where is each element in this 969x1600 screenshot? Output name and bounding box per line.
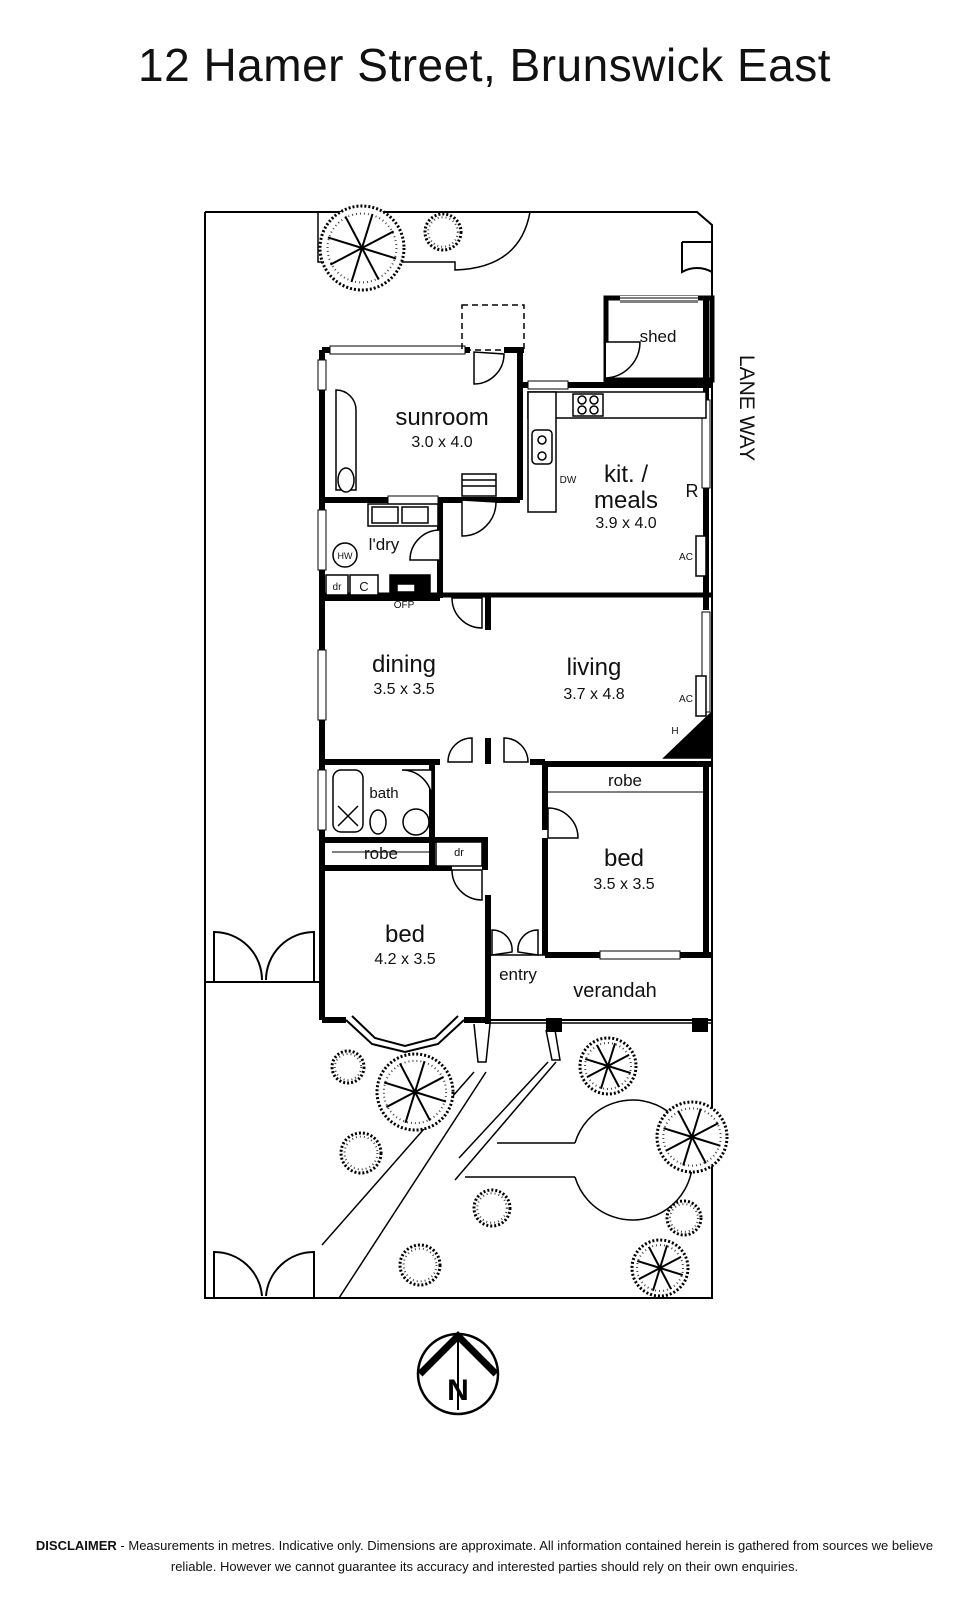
tree xyxy=(318,204,406,292)
tree xyxy=(630,1238,690,1298)
tree xyxy=(339,1131,383,1175)
fridge-label: R xyxy=(686,481,699,501)
bed-right-label: bed xyxy=(604,845,644,872)
tree xyxy=(472,1188,512,1228)
doors xyxy=(335,351,579,956)
shed-label: shed xyxy=(640,327,677,346)
dining-dims: 3.5 x 3.5 xyxy=(373,681,434,698)
kitchen-label-line1: kit. / xyxy=(604,461,648,488)
laundry-label: l'dry xyxy=(369,535,400,554)
kitchen-dims: 3.9 x 4.0 xyxy=(595,515,656,532)
bed-left-dims: 4.2 x 3.5 xyxy=(374,951,435,968)
trees xyxy=(318,204,729,1298)
robe-right-label: robe xyxy=(608,771,642,790)
robe-left-label: robe xyxy=(364,844,398,863)
front-gate xyxy=(213,241,713,1298)
kitchen-fittings xyxy=(527,391,713,759)
tree xyxy=(330,1049,366,1085)
living-label: living xyxy=(567,654,622,681)
tree xyxy=(665,1199,703,1237)
verandah-label: verandah xyxy=(573,980,656,1002)
drawer-label-2: dr xyxy=(454,847,464,859)
bed-right-dims: 3.5 x 3.5 xyxy=(593,876,654,893)
dining-label: dining xyxy=(372,651,436,678)
aircon-label-1: AC xyxy=(679,552,693,563)
disclaimer-text: - Measurements in metres. Indicative onl… xyxy=(116,1538,934,1574)
disclaimer-label: DISCLAIMER xyxy=(35,1538,117,1553)
dishwasher-label: DW xyxy=(560,475,577,486)
heater-label: H xyxy=(671,726,678,737)
living-dims: 3.7 x 4.8 xyxy=(563,686,624,703)
hot-water-label: HW xyxy=(338,551,353,561)
kitchen-label-line2: meals xyxy=(594,487,658,514)
bed-left-label: bed xyxy=(385,921,425,948)
north-letter: N xyxy=(447,1374,469,1407)
disclaimer: DISCLAIMER - Measurements in metres. Ind… xyxy=(30,1535,939,1577)
drawer-label-1: dr xyxy=(333,582,343,593)
sunroom-dims: 3.0 x 4.0 xyxy=(411,434,472,451)
wet-fittings xyxy=(325,467,704,867)
tree xyxy=(655,1100,729,1174)
fireplace-label: OFP xyxy=(394,600,415,611)
sunroom-label: sunroom xyxy=(395,404,488,431)
north-compass: N xyxy=(416,1331,500,1416)
courtyard-curve xyxy=(317,211,531,271)
tree xyxy=(423,212,463,252)
bay-window xyxy=(345,1015,465,1054)
tree xyxy=(578,1036,638,1096)
shed xyxy=(603,295,715,383)
plan-title: 12 Hamer Street, Brunswick East xyxy=(138,39,831,91)
dashed-extension xyxy=(461,304,525,351)
aircon-label-2: AC xyxy=(679,694,693,705)
cupboard-label: C xyxy=(359,579,368,594)
bath-label: bath xyxy=(369,785,398,802)
lane-way-label: LANE WAY xyxy=(735,355,758,461)
tree xyxy=(375,1052,455,1132)
entry-label: entry xyxy=(499,965,537,984)
tree xyxy=(398,1243,442,1287)
